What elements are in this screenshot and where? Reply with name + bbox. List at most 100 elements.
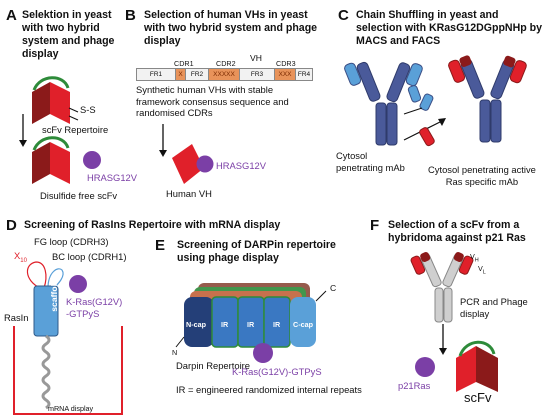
panel-f-method-line1: PCR and Phage — [460, 296, 528, 307]
vl-letter: V — [478, 264, 483, 273]
scfv-free-diagram — [32, 136, 70, 184]
panel-a-caption: Disulfide free scFv — [40, 190, 118, 201]
cdr1-label: CDR1 — [174, 59, 194, 68]
scaffold-label: scaffold — [49, 278, 60, 312]
arrow-down-icon — [19, 114, 27, 147]
rasin-scaffold-diagram — [26, 261, 64, 410]
panel-f-letter: F — [370, 217, 380, 234]
module-label-ncap: N-cap — [186, 320, 206, 329]
rasin-label: RasIn — [4, 312, 29, 323]
vh-letter: V — [470, 252, 475, 261]
chain-shuffling-arrows — [403, 85, 446, 147]
vh-segment-fr3: FR3 — [240, 69, 275, 80]
panel-c-right-line1: Cytosol penetrating active — [428, 164, 536, 175]
darpin-ccap — [290, 297, 316, 347]
panel-e-target-label: K-Ras(G12V)-GTPyS — [232, 366, 322, 377]
panel-b-title-line3: display — [144, 35, 181, 47]
panel-f-title-line2: hybridoma against p21 Ras — [388, 232, 526, 244]
scfv-product-label: scFv — [464, 390, 492, 405]
vh-segment-fr2: FR2 — [186, 69, 209, 80]
vh-chain-label: VH — [470, 252, 479, 265]
panel-c-left-caption: Cytosol penetrating mAb — [336, 150, 405, 173]
panel-c-right-line2: Ras specific mAb — [445, 175, 519, 187]
panel-a-letter: A — [6, 7, 17, 24]
panel-a-title-line1: Selektion in yeast — [22, 9, 112, 21]
panel-d-target-line1: K-Ras(G12V) — [66, 296, 123, 307]
kras-ball — [253, 343, 273, 363]
human-vh-domain — [172, 144, 204, 184]
hybridoma-antibody — [410, 252, 474, 323]
darpin-n-terminus: N — [172, 348, 178, 357]
scfv-vh-domain — [32, 82, 50, 124]
module-label-ir3: IR — [273, 320, 281, 329]
darpin-diagram — [175, 283, 327, 348]
arrow-down-icon — [439, 324, 447, 355]
fg-loop — [26, 261, 47, 289]
panel-b-caption: Human VH — [166, 188, 212, 199]
vh-segment-cdr3: XXX — [275, 69, 296, 80]
panel-f-method: PCR and Phage display — [460, 296, 528, 319]
arrow-down-icon — [159, 124, 167, 157]
x10-label: X10 — [14, 250, 27, 267]
vh-subscript: H — [474, 257, 479, 264]
active-ras-specific-antibody — [448, 55, 527, 143]
panel-c-left-line2: penetrating mAb — [336, 161, 405, 173]
panel-a-title: Selektion in yeast with two hybrid syste… — [22, 9, 114, 61]
vh-segment-cdr2: XXXXX — [209, 69, 240, 80]
panel-c-letter: C — [338, 7, 349, 24]
hrasg12v-ball — [196, 155, 214, 173]
cdr2-label: CDR2 — [216, 59, 236, 68]
panel-a-title-line3: system and phage — [22, 35, 115, 47]
module-label-ccap: C-cap — [293, 320, 313, 329]
bc-loop — [47, 268, 64, 289]
p21ras-ball — [415, 357, 435, 377]
panel-b-desc-line1: Synthetic human VHs with stable — [136, 84, 274, 95]
vh-sequence-bar: FR1 X FR2 XXXXX FR3 XXX FR4 — [136, 68, 313, 81]
panel-b-title: Selection of human VHs in yeast with two… — [144, 9, 317, 48]
scfv-repertoire-label: scFv Repertoire — [42, 124, 109, 135]
panel-a-title-line4: display — [22, 48, 59, 60]
panel-c-title: Chain Shuffling in yeast and selection w… — [356, 9, 542, 48]
vh-segment-fr1: FR1 — [137, 69, 176, 80]
panel-e-title: Screening of DARPin repertoire using pha… — [177, 239, 336, 265]
panel-a-target-label: HRASG12V — [87, 172, 138, 183]
mrna-display-container — [13, 326, 123, 415]
cdr3-label: CDR3 — [276, 59, 296, 68]
panel-d-target-label: K-Ras(G12V) -GTPyS — [66, 296, 122, 319]
mrna-display-label: mRNA display — [48, 404, 94, 413]
scfv-disulfide-diagram — [32, 76, 79, 124]
module-label-ir2: IR — [247, 320, 255, 329]
panel-e-title-line2: using phage display — [177, 252, 279, 264]
disulfide-label: S-S — [80, 104, 96, 115]
panel-d-letter: D — [6, 217, 17, 234]
panel-c-right-caption: Cytosol penetrating active Ras specific … — [428, 164, 536, 187]
vh-label: VH — [250, 53, 262, 63]
vh-segment-fr4: FR4 — [296, 69, 312, 80]
panel-c-title-line1: Chain Shuffling in yeast and — [356, 9, 499, 21]
panel-c-title-line2: selection with KRasG12DGppNHp by — [356, 22, 543, 34]
kras-ball — [69, 275, 87, 293]
darpin-ncap — [184, 297, 214, 347]
mrna-strand — [41, 334, 51, 410]
panel-c-title-line3: MACS and FACS — [356, 35, 441, 47]
panel-b-letter: B — [125, 7, 136, 24]
p21ras-label: p21Ras — [398, 380, 431, 391]
panel-f-title-line1: Selection of a scFv from a — [388, 219, 520, 231]
vh-segment-cdr1: X — [176, 69, 186, 80]
vl-subscript: L — [482, 269, 486, 276]
panel-e-letter: E — [155, 237, 166, 254]
module-label-ir1: IR — [221, 320, 229, 329]
scfv-vl-domain — [50, 82, 70, 124]
panel-a-title-line2: with two hybrid — [22, 22, 100, 34]
panel-f-method-line2: display — [460, 307, 490, 319]
panel-b-target-label: HRASG12V — [216, 160, 267, 171]
darpin-c-terminus: C — [330, 283, 337, 293]
panel-d-title: Screening of RasIns Repertoire with mRNA… — [24, 219, 281, 231]
panel-d-target-line2: -GTPyS — [66, 307, 100, 319]
panel-b-desc-line2: framework consensus sequence and — [136, 95, 289, 107]
panel-b-title-line2: with two hybrid system and phage — [144, 22, 318, 34]
scfv-product — [456, 340, 498, 392]
bc-loop-label: BC loop (CDRH1) — [52, 251, 127, 262]
panel-b-desc-line3: randomised CDRs — [136, 107, 213, 118]
cytosol-penetrating-antibody — [344, 61, 423, 146]
